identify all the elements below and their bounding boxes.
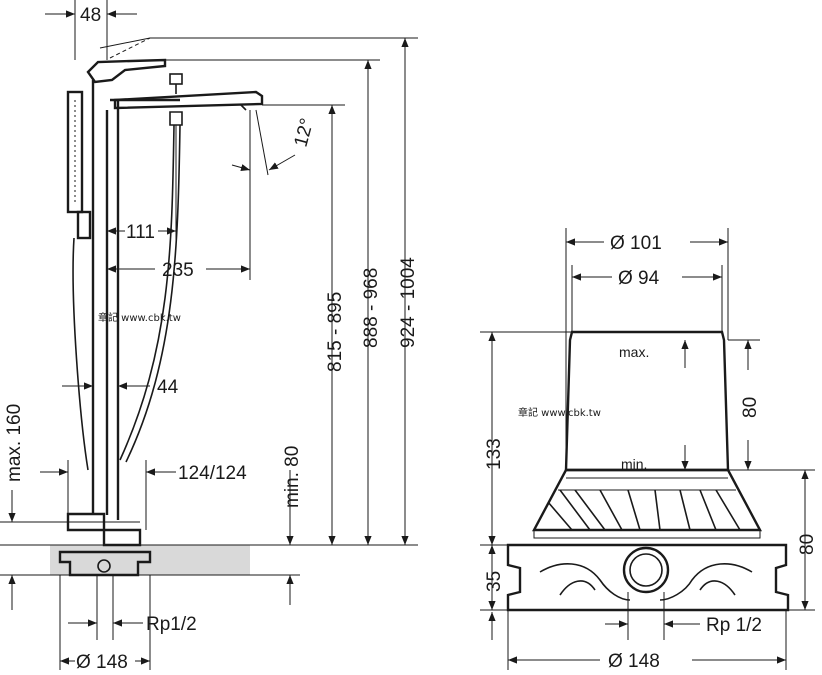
hose bbox=[119, 124, 175, 461]
dim-111: 111 bbox=[126, 222, 155, 243]
dim-12-deg: 12° bbox=[291, 116, 319, 149]
faucet-base bbox=[66, 512, 142, 547]
lever-top bbox=[99, 37, 151, 49]
faucet-side-view: 48 924 - 1004 888 - 968 815 - 895 min. 8… bbox=[0, 0, 419, 673]
dim-35: 35 bbox=[484, 571, 505, 592]
dim-rp-1-2-right: Rp 1/2 bbox=[706, 615, 762, 636]
dim-815-895: 815 - 895 bbox=[325, 292, 346, 372]
dim-133: 133 bbox=[484, 438, 505, 470]
body-contour bbox=[539, 563, 753, 601]
dim-min-80: min. 80 bbox=[282, 446, 303, 508]
water-inlet-inner bbox=[629, 553, 663, 587]
dim-44: 44 bbox=[157, 377, 179, 398]
lever-handle bbox=[86, 58, 167, 84]
faucet-column bbox=[91, 80, 109, 515]
dim-124-124: 124/124 bbox=[178, 463, 247, 484]
dim-888-968: 888 - 968 bbox=[361, 268, 382, 348]
angle-arrow-left bbox=[231, 164, 251, 172]
shower-holder bbox=[76, 210, 92, 240]
watermark-right: 章記 www.cbk.tw bbox=[518, 406, 601, 419]
body-inner-contour bbox=[559, 580, 736, 596]
dim-80-right: 80 bbox=[797, 534, 818, 555]
rough-in-body-view: Ø 101 Ø 94 max. min. 80 133 35 80 bbox=[480, 228, 818, 672]
dim-235: 235 bbox=[162, 260, 194, 281]
aerator bbox=[239, 103, 247, 111]
watermark-left: 章記 www.cbk.tw bbox=[98, 311, 181, 324]
hand-shower bbox=[66, 90, 84, 214]
mounting-body bbox=[58, 550, 152, 577]
angle-arrow-right bbox=[268, 154, 296, 171]
label-min: min. bbox=[621, 456, 647, 472]
cage-ribs bbox=[547, 477, 741, 531]
dim-rp-1-2-left: Rp1/2 bbox=[146, 614, 197, 635]
hose-inner bbox=[125, 124, 181, 463]
angle-line bbox=[255, 109, 269, 176]
dim-d148-left: Ø 148 bbox=[76, 652, 128, 673]
water-inlet-outer bbox=[622, 546, 670, 594]
dim-80-top: 80 bbox=[740, 397, 761, 418]
label-max: max. bbox=[619, 344, 649, 360]
water-connection bbox=[97, 559, 111, 573]
dim-max-160: max. 160 bbox=[4, 404, 25, 482]
diverter-knob bbox=[169, 73, 183, 85]
shower-hose bbox=[72, 237, 89, 471]
cage-rim bbox=[533, 529, 761, 539]
spout bbox=[113, 90, 264, 110]
lever-open-position bbox=[109, 37, 151, 59]
dim-d94: Ø 94 bbox=[618, 268, 660, 289]
dim-924-1004: 924 - 1004 bbox=[398, 257, 419, 348]
dim-d101: Ø 101 bbox=[610, 233, 662, 254]
hose-connector bbox=[169, 111, 183, 126]
dim-48: 48 bbox=[80, 5, 101, 26]
dim-d148-right: Ø 148 bbox=[608, 651, 660, 672]
